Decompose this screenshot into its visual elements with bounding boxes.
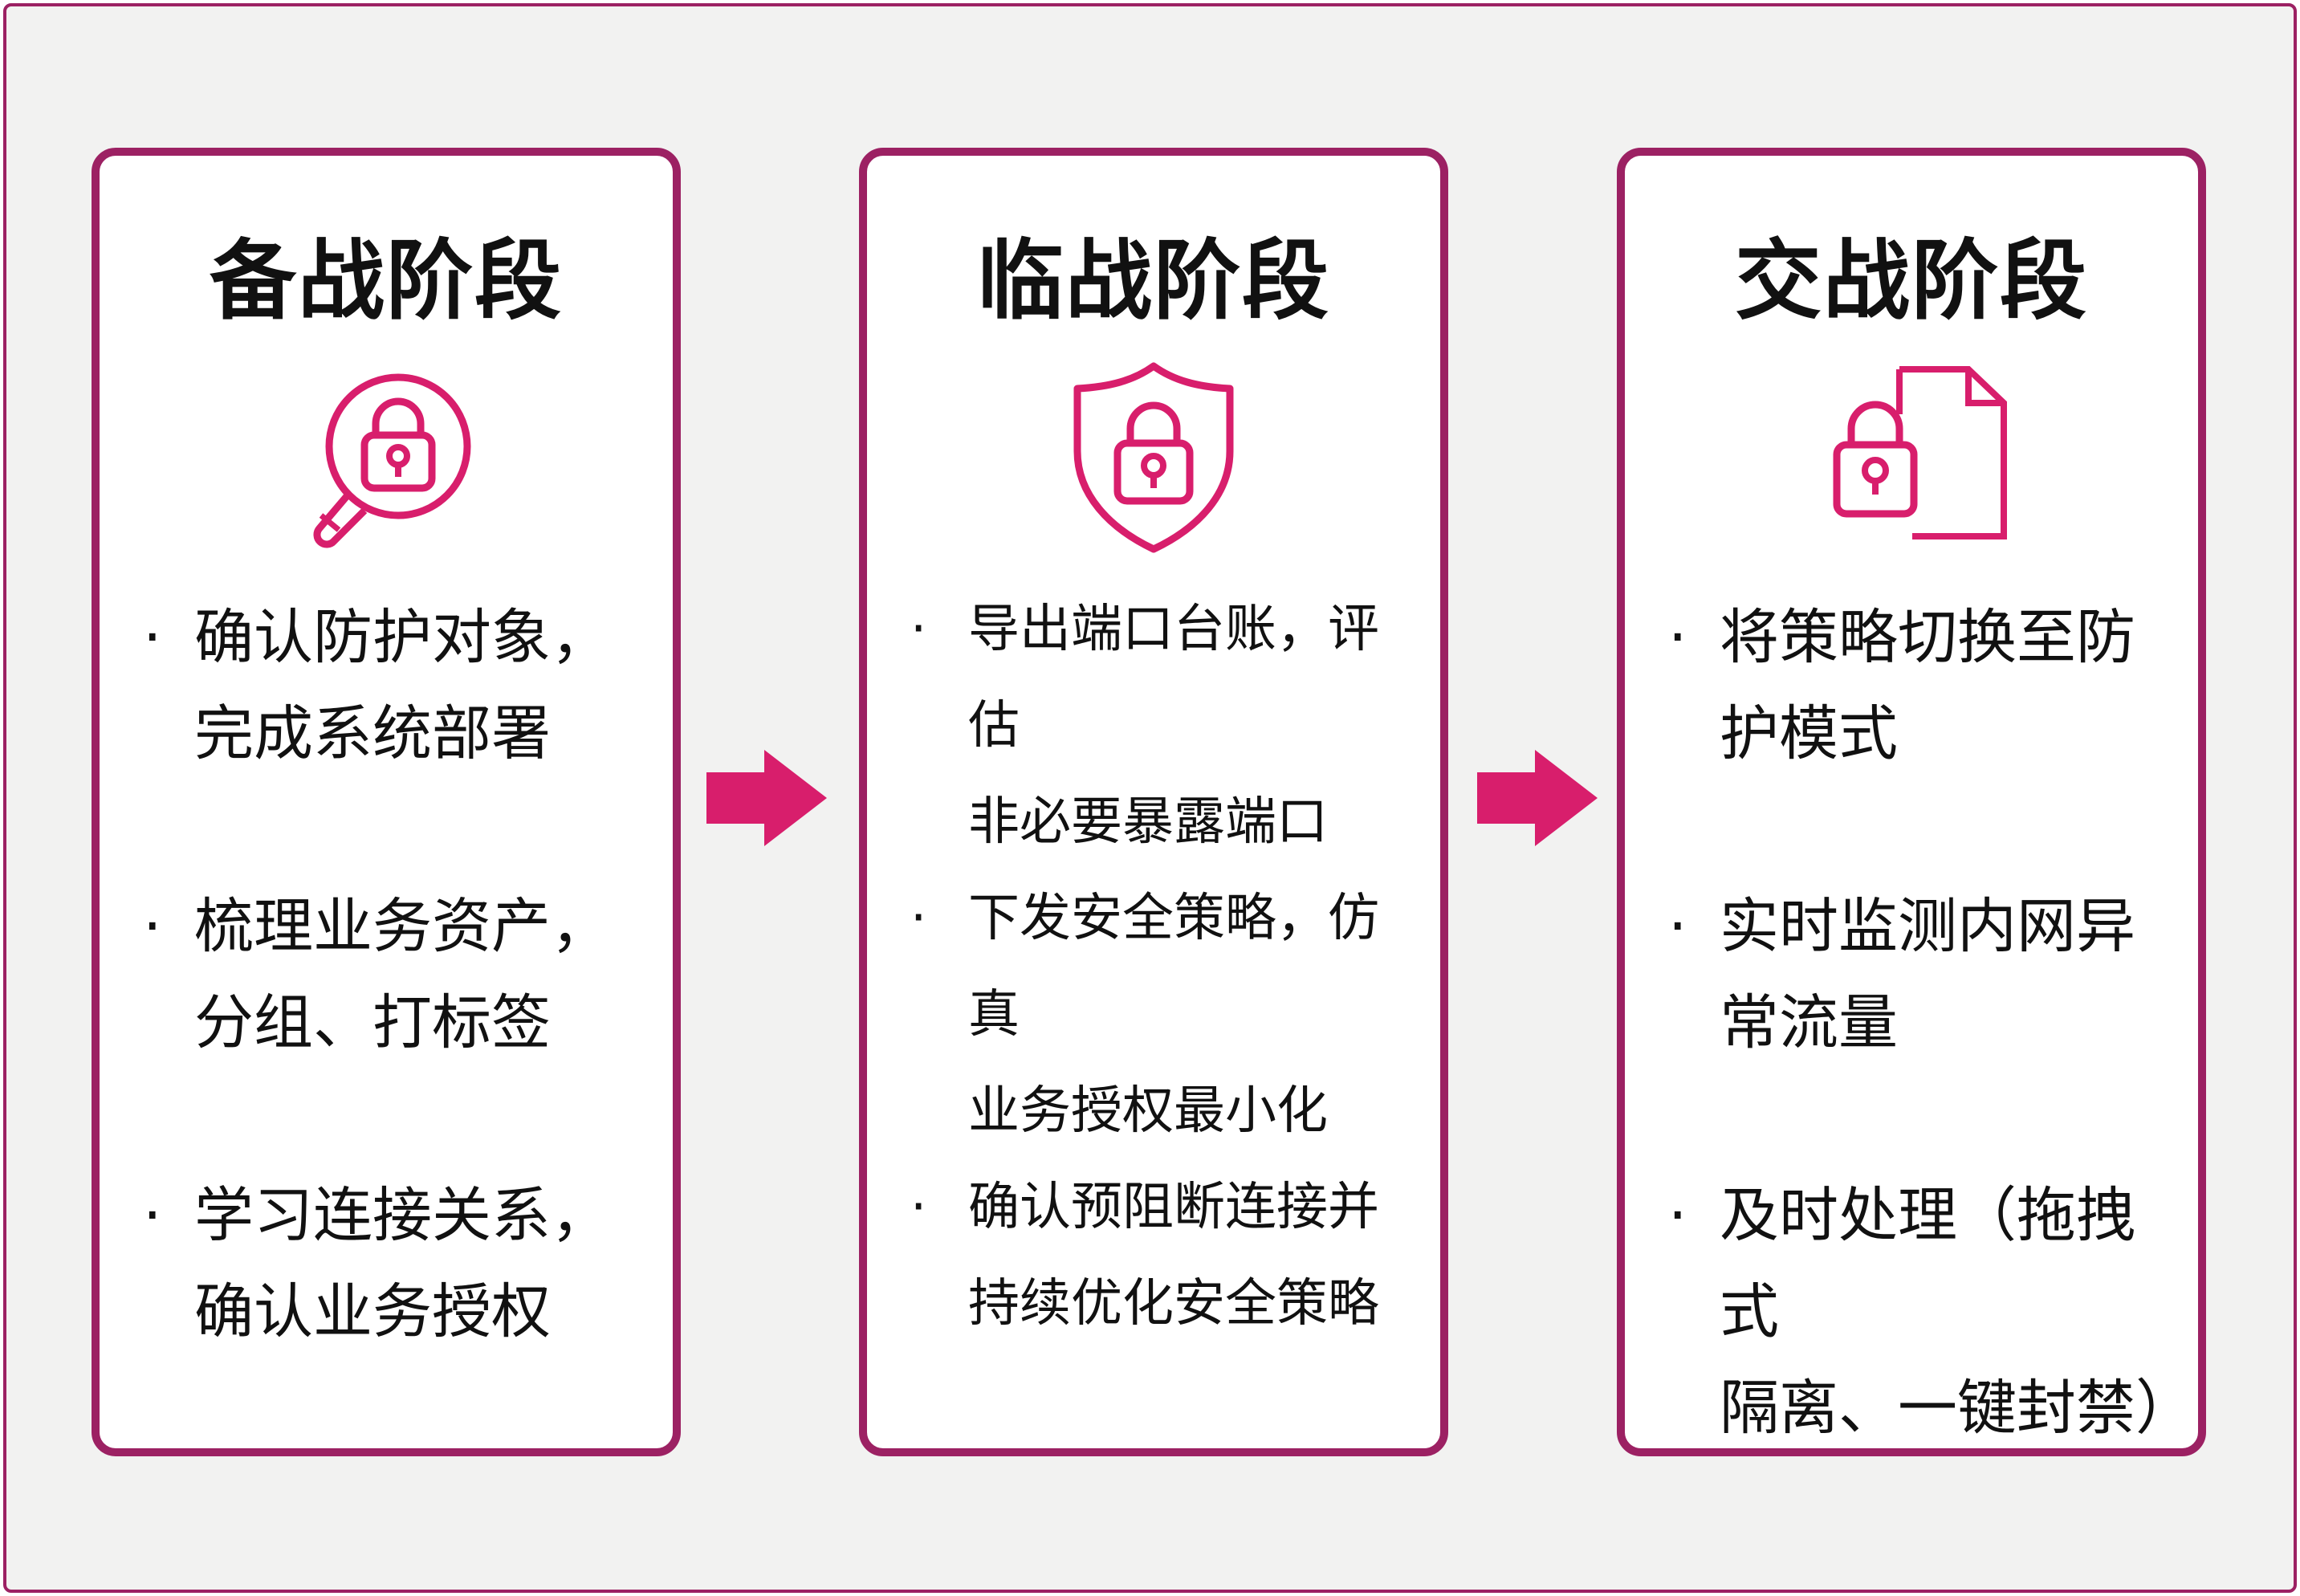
item-text: 实时监测内网异 常流量: [1720, 892, 2135, 1057]
stage-card-combat: 交战阶段 · 将策略切换至防 护模式 · 实时监测内网异 常流量 · 及时处理（…: [1617, 148, 2206, 1456]
magnifier-lock-icon: [313, 373, 471, 548]
bullet: ·: [143, 1181, 162, 1250]
item-text: 确认预阻断连接并 持续优化安全策略: [968, 1178, 1379, 1333]
stage-card-imminent: 临战阶段 · 导出端口台账，评估 非必要暴露端口 · 下发安全策略，仿真 业务授…: [859, 148, 1448, 1456]
stage-item: · 梳理业务资产， 分组、打标签: [143, 878, 649, 1071]
stage-item: · 下发安全策略，仿真 业务授权最小化: [910, 870, 1416, 1159]
item-text: 梳理业务资产， 分组、打标签: [194, 892, 610, 1057]
stage-item: · 及时处理（拖拽式 隔离、一键封禁）: [1668, 1167, 2195, 1456]
bullet: ·: [910, 600, 927, 659]
item-text: 导出端口台账，评估 非必要暴露端口: [968, 600, 1379, 852]
item-text: 下发安全策略，仿真 业务授权最小化: [968, 889, 1379, 1141]
item-text: 将策略切换至防 护模式: [1720, 603, 2135, 768]
stage-item: · 导出端口台账，评估 非必要暴露端口: [910, 581, 1416, 870]
bullet: ·: [1668, 603, 1687, 672]
stage-item: · 确认防护对象， 完成系统部署: [143, 589, 649, 782]
item-text: 及时处理（拖拽式 隔离、一键封禁）: [1720, 1181, 2195, 1443]
stage-item: · 确认预阻断连接并 持续优化安全策略: [910, 1159, 1416, 1352]
arrow-right-icon: [1477, 750, 1598, 846]
item-text: 确认防护对象， 完成系统部署: [194, 603, 610, 768]
stage-title: 备战阶段: [209, 231, 563, 332]
arrow-right-icon: [706, 750, 827, 846]
bullet: ·: [910, 1178, 927, 1237]
shield-lock-icon: [1073, 362, 1234, 553]
stage-card-prepare: 备战阶段 · 确认防护对象， 完成系统部署 · 梳理业务资产， 分组、打标签 ·…: [92, 148, 681, 1456]
stage-item: · 将策略切换至防 护模式: [1668, 589, 2174, 782]
stage-title: 临战阶段: [976, 231, 1330, 332]
item-text: 学习连接关系， 确认业务授权: [194, 1181, 610, 1346]
bullet: ·: [1668, 892, 1687, 961]
bullet: ·: [1668, 1181, 1687, 1250]
stage-item: · 实时监测内网异 常流量: [1668, 878, 2174, 1071]
bullet: ·: [143, 603, 162, 672]
stage-title: 交战阶段: [1734, 231, 2088, 332]
bullet: ·: [143, 892, 162, 961]
bullet: ·: [910, 889, 927, 948]
stage-item: · 学习连接关系， 确认业务授权: [143, 1167, 649, 1360]
document-lock-icon: [1833, 366, 2007, 539]
